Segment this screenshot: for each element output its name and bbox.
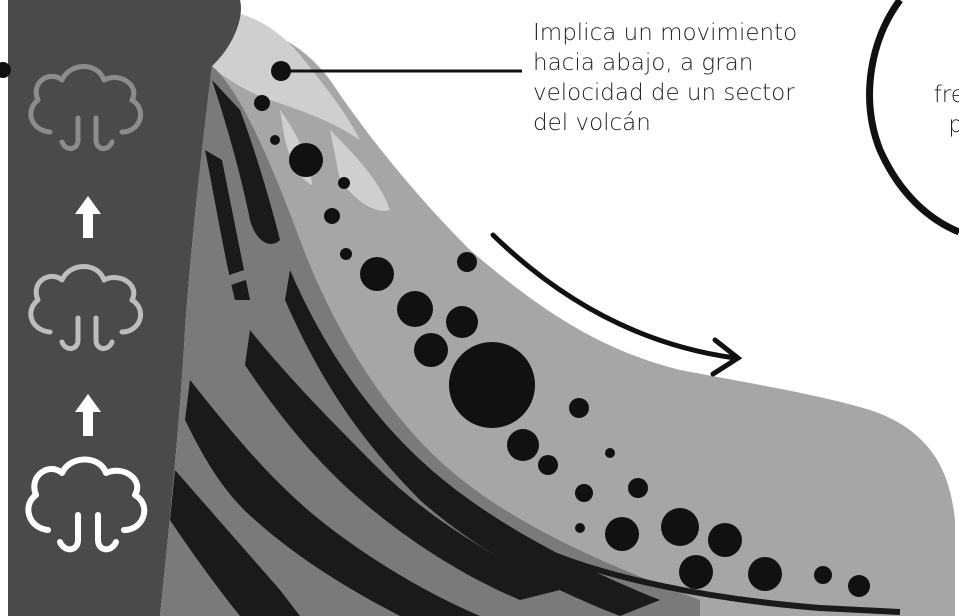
debris-particle <box>661 508 699 546</box>
volcanic-conduit <box>8 0 241 616</box>
flank-band-dark-5 <box>170 470 300 616</box>
fracture <box>187 255 302 305</box>
debris-particle <box>271 61 291 81</box>
debris-particle <box>848 575 870 597</box>
debris-particle <box>628 478 648 498</box>
up-arrow-icon <box>75 394 101 436</box>
up-arrow-icon <box>75 196 101 238</box>
flank-band-1 <box>160 66 700 616</box>
debris-particle <box>605 517 639 551</box>
debris-particle <box>289 143 323 177</box>
cloud-icon <box>28 264 144 351</box>
edge-dot <box>0 62 11 78</box>
flank-band-dark-2 <box>205 150 250 300</box>
debris-particle <box>507 429 539 461</box>
debris-particle <box>270 135 280 145</box>
flank-edge <box>518 537 901 615</box>
flank-band-dark-1 <box>212 80 280 244</box>
debris-particle <box>338 177 350 189</box>
cloud-icon <box>25 456 148 553</box>
debris-particle <box>449 342 535 428</box>
debris-particle <box>708 523 742 557</box>
debris-particle <box>679 555 713 589</box>
debris-particle <box>748 557 782 591</box>
debris-particles <box>254 61 870 597</box>
debris-particle <box>457 252 477 272</box>
debris-particle <box>605 448 615 458</box>
flank-band-dark-4 <box>185 380 480 616</box>
debris-particle <box>414 333 448 367</box>
debris-particle <box>324 208 340 224</box>
debris-particle <box>814 566 832 584</box>
debris-particle <box>254 95 270 111</box>
circle-note-text: a r frecue pue d <box>933 82 959 138</box>
debris-particle <box>446 306 478 338</box>
debris-particle <box>575 484 593 502</box>
note-circle <box>866 0 959 236</box>
debris-particle <box>360 257 394 291</box>
callout-text: Implica un movimiento hacia abajo, a gra… <box>533 20 798 136</box>
debris-particle <box>340 248 352 260</box>
debris-particle <box>397 291 433 327</box>
debris-particle <box>575 523 585 533</box>
debris-particle <box>538 455 558 475</box>
movement-arrow-icon <box>490 232 743 377</box>
cloud-icon <box>28 64 144 151</box>
sector-streak <box>330 130 390 211</box>
debris-particle <box>569 398 589 418</box>
